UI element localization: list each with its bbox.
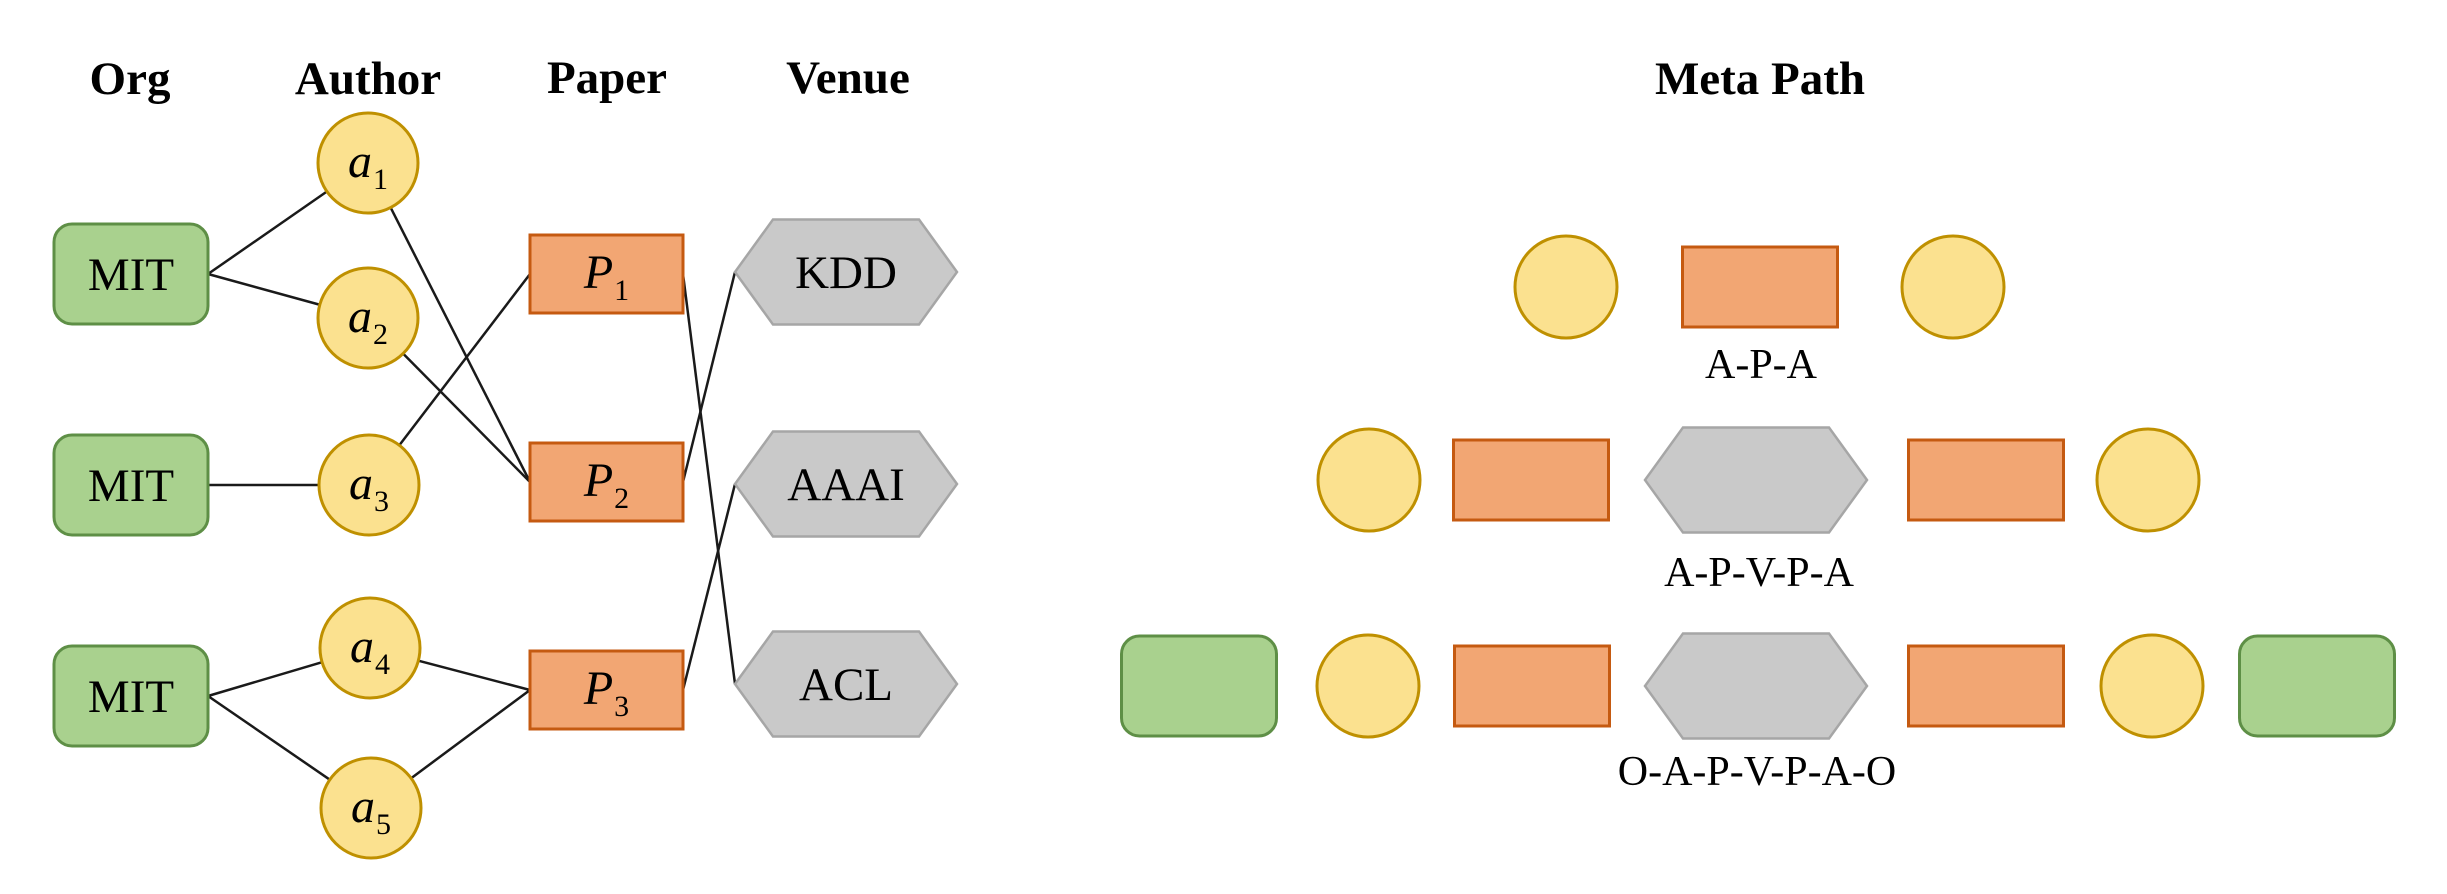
node-label-mit1: MIT [88,249,174,301]
metapath-row3-shape4-venue [1643,632,1869,740]
metapath-row3-label: O-A-P-V-P-A-O [1618,749,1896,795]
metapath-row-2: A-P-V-P-A [1316,426,2201,596]
node-shape-p3 [528,649,685,731]
node-label-mit3: MIT [88,671,174,723]
node-label-a4: a4 [350,620,390,681]
edge-mit1-a2 [207,272,321,306]
node-aaai: AAAI [733,430,959,538]
node-label-a3: a3 [349,457,389,518]
node-label-p1: P1 [583,246,629,307]
node-shape-p1 [528,233,685,315]
edge-a1-p2 [389,207,532,483]
node-label-a2: a2 [348,290,388,351]
metapath-row3-shape3-paper [1453,644,1611,728]
edge-p2-kdd [681,271,737,483]
node-label-mit2: MIT [88,460,174,512]
metapath-row1-shape3-author [1900,234,2006,340]
node-label-p3: P3 [583,662,629,723]
graph-edges [207,190,737,781]
metapath-row3-shape6-author [2099,633,2205,739]
edge-a4-p3 [418,659,531,692]
edge-mit3-a5 [207,694,331,781]
node-a1: a1 [316,111,420,215]
metapath-row3-shape5-paper [1907,644,2065,728]
node-mit3: MIT [52,644,210,748]
node-shape-mit1 [52,222,210,326]
node-a5: a5 [319,756,423,860]
metapath-row2-shape4-paper [1907,438,2065,522]
node-label-acl: ACL [799,659,893,711]
column-header-paper: Paper [547,52,667,104]
node-shape-a5 [319,756,423,860]
meta-path-title: Meta Path [1655,53,1865,105]
edge-a2-p2 [402,352,531,483]
metapath-row2-label: A-P-V-P-A [1664,550,1854,596]
node-a4: a4 [318,596,422,700]
node-shape-p2 [528,441,685,523]
edge-p3-aaai [681,483,737,691]
metapath-row3-shape2-author [1315,633,1421,739]
metapath-row1-label: A-P-A [1705,342,1818,388]
edge-mit1-a1 [207,190,328,276]
metapath-row1-shape1-author [1513,234,1619,340]
node-label-p2: P2 [583,454,629,515]
metapath-row2-shape5-author [2095,427,2201,533]
node-a3: a3 [317,433,421,537]
column-header-venue: Venue [786,52,910,104]
node-shape-aaai [733,430,959,538]
column-header-org: Org [90,53,171,105]
metapath-row2-shape1-author [1316,427,1422,533]
metapath-row-1: A-P-A [1513,234,2006,388]
node-mit2: MIT [52,433,210,537]
metapath-row-3: O-A-P-V-P-A-O [1120,632,2396,795]
edge-mit3-a4 [207,661,323,698]
edge-a3-p1 [398,273,531,447]
column-header-author: Author [295,53,441,105]
node-acl: ACL [733,630,959,738]
node-shape-acl [733,630,959,738]
node-shape-a2 [316,266,420,370]
node-label-aaai: AAAI [787,459,904,511]
metapath-row2-shape3-venue [1643,426,1869,534]
node-label-kdd: KDD [795,247,897,299]
metapath-row3-shape1-org [1120,634,1278,738]
node-a2: a2 [316,266,420,370]
node-shape-a1 [316,111,420,215]
node-p1: P1 [528,233,685,315]
metapath-row2-shape2-paper [1452,438,1610,522]
node-label-a5: a5 [351,780,391,841]
metapath-row3-shape7-org [2238,634,2396,738]
node-shape-mit3 [52,644,210,748]
node-shape-mit2 [52,433,210,537]
node-p2: P2 [528,441,685,523]
node-shape-a3 [317,433,421,537]
node-mit1: MIT [52,222,210,326]
metapath-row1-shape2-paper [1681,245,1839,329]
node-label-a1: a1 [348,135,388,196]
node-kdd: KDD [733,218,959,326]
node-shape-a4 [318,596,422,700]
node-shape-kdd [733,218,959,326]
node-p3: P3 [528,649,685,731]
edge-a5-p3 [410,688,531,780]
edge-p1-acl [681,273,737,685]
